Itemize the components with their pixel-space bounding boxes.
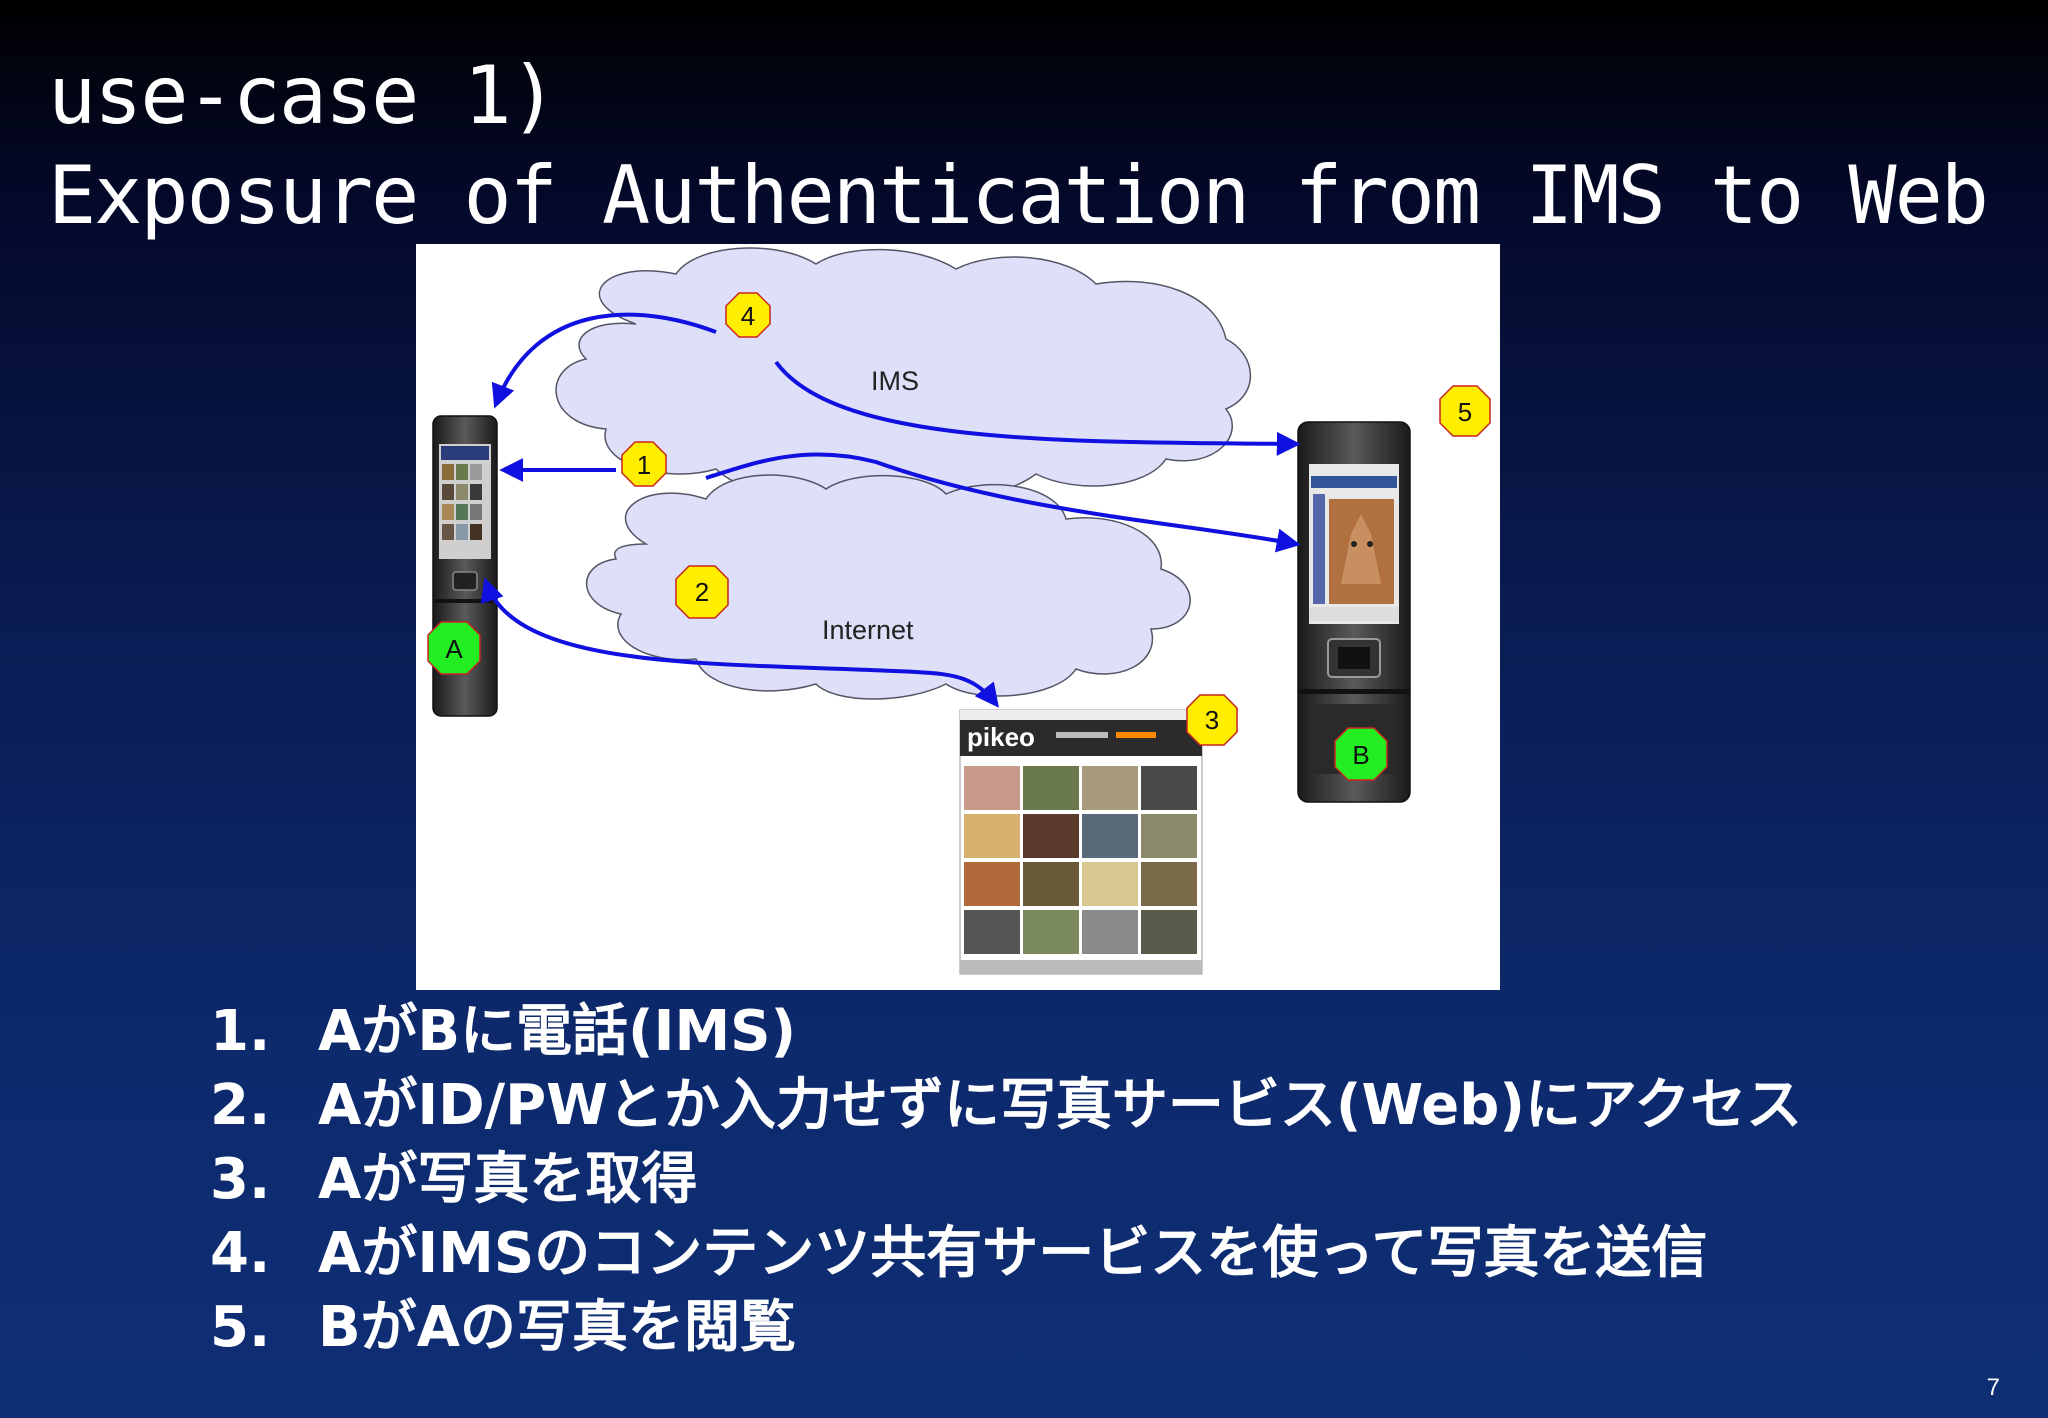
step-marker-3: 3	[1186, 694, 1238, 746]
step-item: 1. AがBに電話(IMS)	[210, 995, 1802, 1069]
node-b-label: B	[1352, 740, 1369, 770]
slide-title-line-1: use-case 1)	[48, 49, 558, 142]
step-marker-2: 2	[675, 565, 729, 619]
page-number: 7	[1986, 1374, 2000, 1401]
step-text: AがIMSのコンテンツ共有サービスを使って写真を送信	[318, 1221, 1708, 1286]
step-marker-3-label: 3	[1205, 705, 1219, 735]
flow-arrow-4-to-a	[491, 312, 717, 409]
step-text: BがAの写真を閲覧	[318, 1295, 797, 1360]
step-item: 3. Aが写真を取得	[210, 1143, 1802, 1217]
step-item: 5. BがAの写真を閲覧	[210, 1291, 1802, 1365]
phone-b	[1297, 421, 1411, 803]
step-number: 4.	[210, 1221, 271, 1286]
step-item: 4. AがIMSのコンテンツ共有サービスを使って写真を送信	[210, 1217, 1802, 1291]
step-marker-4-label: 4	[741, 301, 755, 331]
pikeo-logo: pikeo	[967, 722, 1035, 752]
web-photo-service: pikeo	[959, 709, 1203, 975]
step-text: AがID/PWとか入力せずに写真サービス(Web)にアクセス	[318, 1073, 1803, 1138]
node-a-label: A	[445, 634, 463, 664]
step-number: 5.	[210, 1295, 271, 1360]
step-text: AがBに電話(IMS)	[318, 999, 797, 1064]
slide-title: use-case 1) Exposure of Authentication f…	[48, 46, 1989, 246]
internet-cloud-label: Internet	[822, 615, 914, 645]
flow-arrow-a-to-web	[480, 577, 999, 708]
flow-arrow-4-to-b	[774, 360, 1301, 456]
step-marker-2-label: 2	[695, 577, 709, 607]
node-a-marker: A	[427, 621, 481, 675]
node-b-marker: B	[1334, 727, 1388, 781]
step-number: 1.	[210, 999, 271, 1064]
step-marker-5-label: 5	[1458, 397, 1472, 427]
flow-arrow-1-to-b	[705, 452, 1301, 553]
diagram-canvas: IMS Internet	[427, 247, 1491, 975]
slide-title-line-2: Exposure of Authentication from IMS to W…	[48, 149, 1989, 242]
step-list: 1. AがBに電話(IMS) 2. AがID/PWとか入力せずに写真サービス(W…	[210, 995, 1802, 1365]
ims-cloud-label: IMS	[871, 366, 919, 396]
step-marker-1-label: 1	[637, 450, 651, 480]
step-marker-5: 5	[1439, 385, 1491, 437]
architecture-diagram: IMS Internet	[416, 244, 1500, 990]
step-number: 3.	[210, 1147, 271, 1212]
step-number: 2.	[210, 1073, 271, 1138]
step-text: Aが写真を取得	[318, 1147, 698, 1212]
step-marker-1: 1	[621, 441, 667, 487]
step-item: 2. AがID/PWとか入力せずに写真サービス(Web)にアクセス	[210, 1069, 1802, 1143]
step-marker-4: 4	[725, 292, 771, 338]
